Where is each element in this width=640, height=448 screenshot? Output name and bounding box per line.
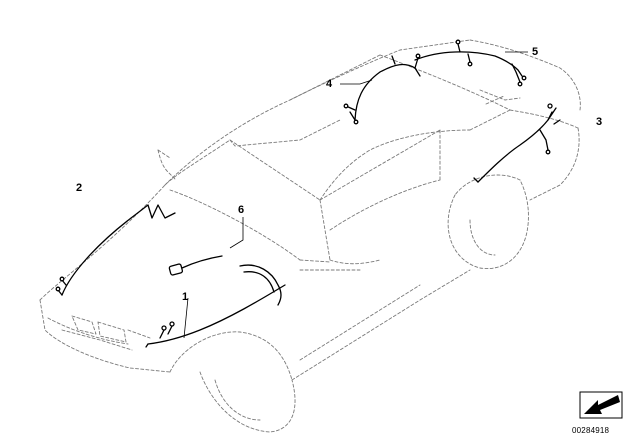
harness-6 <box>168 255 282 306</box>
harness-1 <box>145 284 286 348</box>
harness-3 <box>473 103 561 183</box>
harness-5 <box>414 39 527 87</box>
callout-5: 5 <box>532 46 539 58</box>
leader-lines <box>183 51 528 339</box>
harness-2 <box>55 204 176 296</box>
car-outline <box>39 39 581 433</box>
callout-2: 2 <box>76 182 83 194</box>
callout-4: 4 <box>326 78 333 90</box>
document-number: 00284918 <box>572 426 610 435</box>
harness-4 <box>343 53 421 125</box>
callout-3: 3 <box>596 116 603 128</box>
document-symbol-icon <box>579 391 623 419</box>
callout-1: 1 <box>182 291 189 303</box>
callout-6: 6 <box>238 204 245 216</box>
